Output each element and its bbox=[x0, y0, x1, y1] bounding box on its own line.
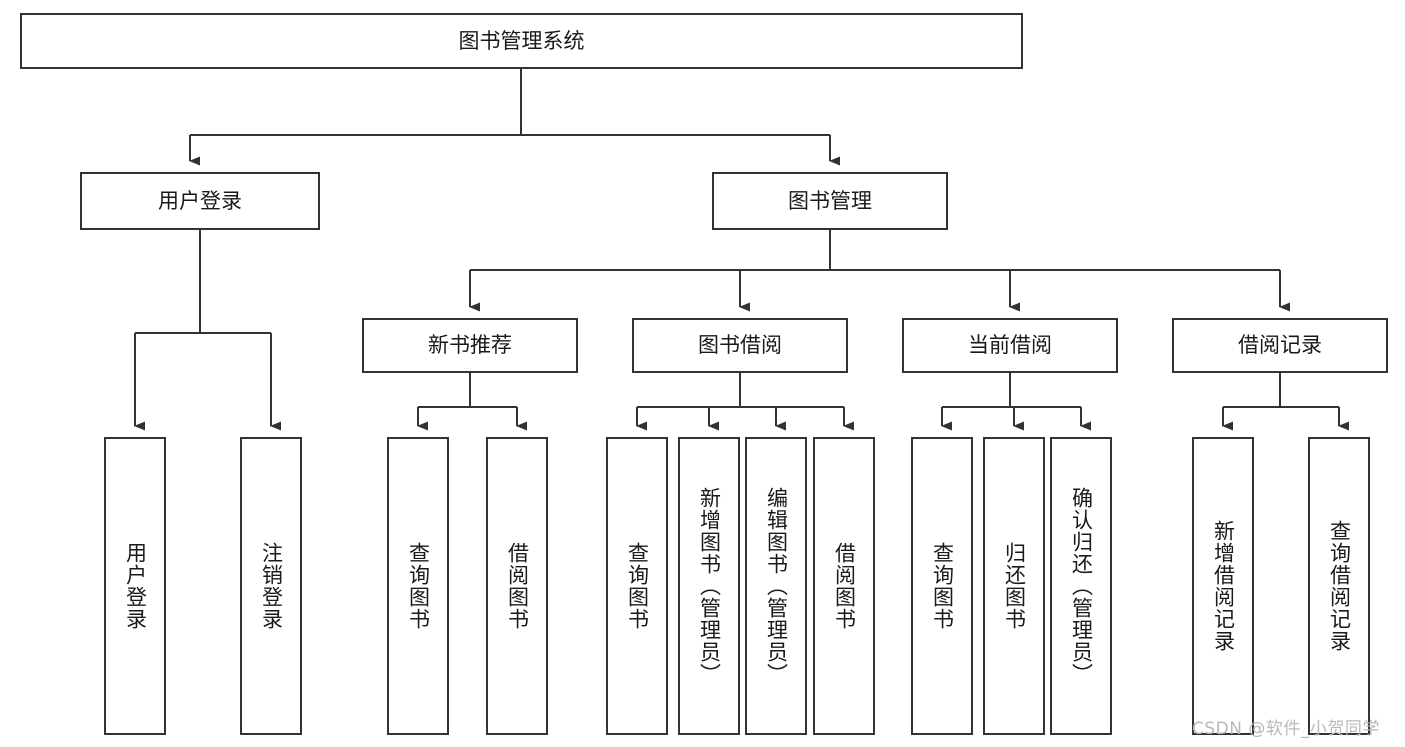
node-book-manage[interactable]: 图书管理 bbox=[712, 172, 948, 230]
leaf-add-borrow-record[interactable]: 新增借阅记录 bbox=[1192, 437, 1254, 735]
node-label: 用户登录 bbox=[123, 542, 148, 630]
leaf-return-book[interactable]: 归还图书 bbox=[983, 437, 1045, 735]
node-label: 当前借阅 bbox=[968, 333, 1052, 358]
node-label: 借阅图书 bbox=[832, 542, 857, 630]
node-label: 查询借阅记录 bbox=[1327, 520, 1352, 652]
leaf-logout-login[interactable]: 注销登录 bbox=[240, 437, 302, 735]
node-label: 归还图书 bbox=[1002, 542, 1027, 630]
node-current-borrow[interactable]: 当前借阅 bbox=[902, 318, 1118, 373]
node-label: 新增图书（管理员） bbox=[697, 487, 722, 685]
node-label: 注销登录 bbox=[259, 542, 284, 630]
node-label: 新书推荐 bbox=[428, 333, 512, 358]
node-label: 用户登录 bbox=[158, 188, 242, 213]
csdn-watermark: CSDN @软件_小贺同学 bbox=[1192, 719, 1380, 739]
leaf-edit-book[interactable]: 编辑图书（管理员） bbox=[745, 437, 807, 735]
leaf-query-book-borrow[interactable]: 查询图书 bbox=[606, 437, 668, 735]
node-book-borrow[interactable]: 图书借阅 bbox=[632, 318, 848, 373]
node-label: 查询图书 bbox=[930, 542, 955, 630]
node-label: 查询图书 bbox=[406, 542, 431, 630]
leaf-user-login[interactable]: 用户登录 bbox=[104, 437, 166, 735]
node-borrow-record[interactable]: 借阅记录 bbox=[1172, 318, 1388, 373]
node-label: 新增借阅记录 bbox=[1211, 520, 1236, 652]
node-label: 借阅记录 bbox=[1238, 333, 1322, 358]
leaf-query-borrow-record[interactable]: 查询借阅记录 bbox=[1308, 437, 1370, 735]
node-label: 编辑图书（管理员） bbox=[764, 487, 789, 685]
node-label: 图书借阅 bbox=[698, 333, 782, 358]
node-label: 图书管理 bbox=[788, 188, 872, 213]
leaf-add-book[interactable]: 新增图书（管理员） bbox=[678, 437, 740, 735]
connector-lines bbox=[134, 69, 1349, 431]
node-root-system[interactable]: 图书管理系统 bbox=[20, 13, 1023, 69]
node-label: 查询图书 bbox=[625, 542, 650, 630]
leaf-confirm-return[interactable]: 确认归还（管理员） bbox=[1050, 437, 1112, 735]
node-label: 图书管理系统 bbox=[458, 28, 585, 53]
node-new-book-recommend[interactable]: 新书推荐 bbox=[362, 318, 578, 373]
leaf-borrow-book[interactable]: 借阅图书 bbox=[813, 437, 875, 735]
node-label: 确认归还（管理员） bbox=[1069, 487, 1094, 685]
leaf-borrow-book-recommend[interactable]: 借阅图书 bbox=[486, 437, 548, 735]
node-label: 借阅图书 bbox=[505, 542, 530, 630]
leaf-query-book-current[interactable]: 查询图书 bbox=[911, 437, 973, 735]
node-user-login[interactable]: 用户登录 bbox=[80, 172, 320, 230]
leaf-query-book-recommend[interactable]: 查询图书 bbox=[387, 437, 449, 735]
